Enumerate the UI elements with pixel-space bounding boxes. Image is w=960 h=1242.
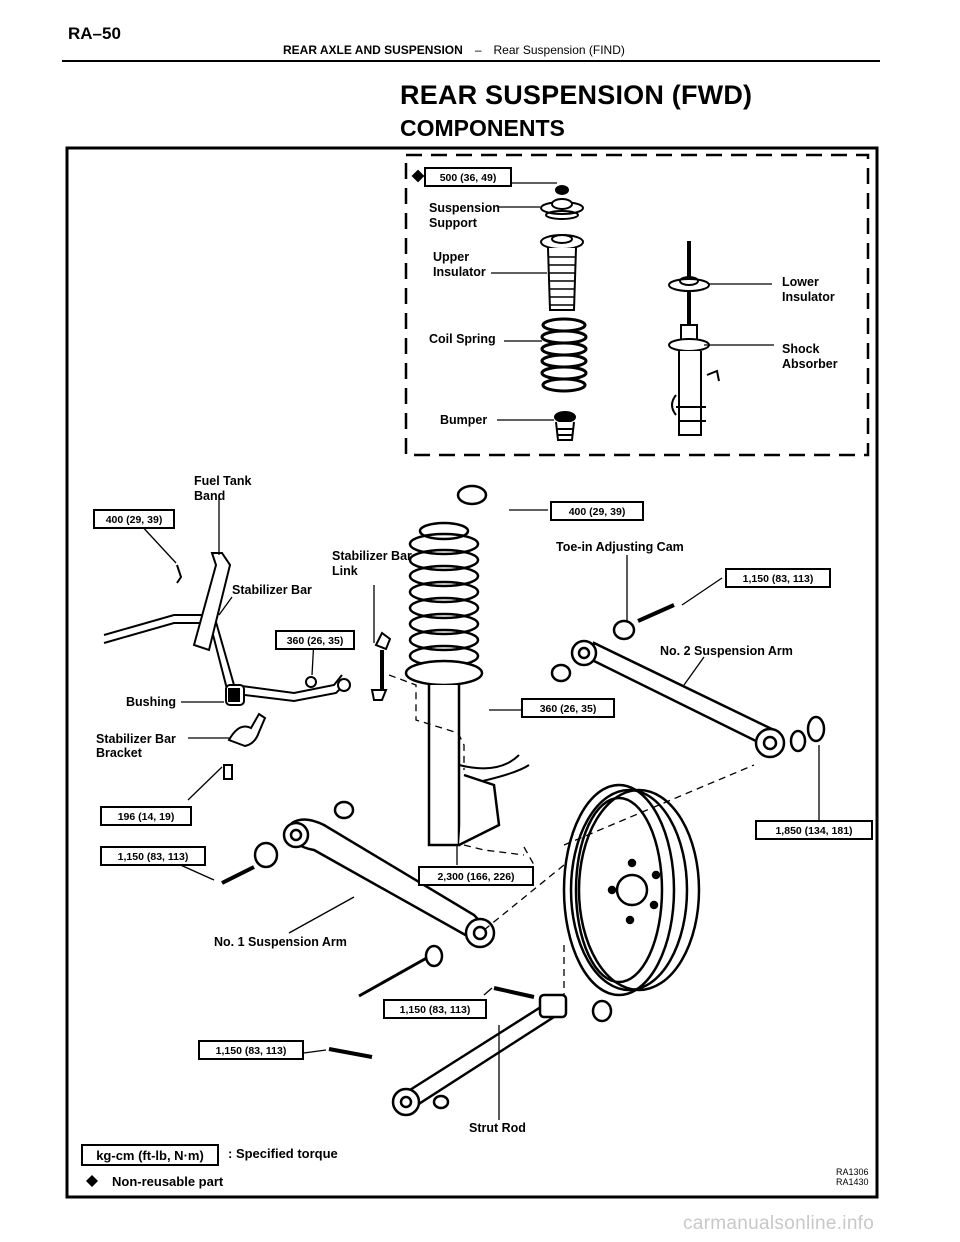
no2-arm-part (550, 603, 826, 759)
label-stabilizer-link-2: Link (332, 564, 358, 578)
torque-boxes: 500 (36, 49) 400 (29, 39) 400 (29, 39) 3… (93, 167, 873, 1060)
figure-code-1: RA1306 (836, 1167, 869, 1177)
lower-leaders (138, 498, 820, 1120)
label-bushing: Bushing (126, 695, 176, 709)
torque-box-stab-link-upper (275, 630, 355, 650)
label-toe-in-cam: Toe-in Adjusting Cam (556, 540, 684, 554)
upper-insulator-part (540, 234, 584, 311)
label-upper-insulator-1: Upper (433, 250, 469, 264)
label-fuel-tank-band-1: Fuel Tank (194, 474, 251, 488)
label-upper-insulator-2: Insulator (433, 265, 486, 279)
coil-spring-part (540, 317, 588, 393)
torque-stab-link-lower: 360 (26, 35) (540, 703, 597, 715)
torque-knuckle: 2,300 (166, 226) (437, 871, 514, 883)
torque-strut-top: 400 (29, 39) (569, 506, 626, 518)
torque-box-no2-outer (755, 820, 873, 840)
bracket-part (223, 712, 267, 780)
legend-unit-box (81, 1144, 219, 1166)
page-number: RA–50 (68, 24, 121, 43)
torque-fuel-band: 400 (29, 39) (106, 514, 163, 526)
label-suspension-support-1: Suspension (429, 201, 500, 215)
torque-box-stab-link-lower (521, 698, 615, 718)
bumper-part (554, 411, 576, 441)
strut-rod-part (328, 944, 613, 1117)
torque-strut-rod-front: 1,150 (83, 113) (216, 1045, 287, 1057)
nonreusable-diamond-icon (86, 1175, 98, 1187)
torque-box-bracket (100, 806, 192, 826)
torque-strut-rod-mid: 1,150 (83, 113) (400, 1004, 471, 1016)
shock-absorber-part (668, 241, 720, 436)
bushing-part (225, 684, 245, 706)
torque-box-strut-top (550, 501, 644, 521)
subsection-name: Rear Suspension (FIND) (493, 43, 625, 57)
components-diagram: Suspension Support Upper Insulator Coil … (64, 145, 880, 1200)
torque-bracket: 196 (14, 19) (118, 811, 175, 823)
torque-box-knuckle (418, 866, 534, 886)
label-bumper: Bumper (440, 413, 487, 427)
label-lower-insulator-1: Lower (782, 275, 819, 289)
header-separator: – (474, 43, 482, 57)
label-coil-spring: Coil Spring (429, 332, 496, 346)
label-fuel-tank-band-2: Band (194, 489, 225, 503)
torque-no1-inner: 1,150 (83, 113) (118, 851, 189, 863)
torque-stab-link-upper: 360 (26, 35) (287, 635, 344, 647)
strut-exploded-box (404, 153, 870, 457)
label-suspension-support-2: Support (429, 216, 478, 230)
label-shock-absorber-2: Absorber (782, 357, 838, 371)
stabilizer-link-part (305, 631, 392, 701)
page-subtitle: COMPONENTS (400, 115, 565, 141)
label-strut-rod: Strut Rod (469, 1121, 526, 1135)
alignment-lines (388, 674, 755, 995)
label-stabilizer-bar: Stabilizer Bar (232, 583, 312, 597)
label-no2-arm: No. 2 Suspension Arm (660, 644, 793, 658)
nonreusable-diamond-top (411, 169, 425, 183)
torque-box-support-nut (424, 167, 512, 187)
watermark: carmanualsonline.info (683, 1213, 875, 1234)
torque-box-no2-inner (725, 568, 831, 588)
page-title: REAR SUSPENSION (FWD) (400, 80, 753, 110)
legend-unit-desc: : Specified torque (228, 1146, 338, 1161)
torque-box-strut-rod-front (198, 1040, 304, 1060)
label-no1-arm: No. 1 Suspension Arm (214, 935, 347, 949)
legend-unit-text: kg-cm (ft-lb, N·m) (96, 1148, 204, 1163)
legend-nonreusable: Non-reusable part (112, 1174, 224, 1189)
header-rule (62, 60, 880, 62)
figure-frame (65, 146, 879, 1199)
label-bracket-1: Stabilizer Bar (96, 732, 176, 746)
no1-arm-part (221, 800, 496, 949)
section-name: REAR AXLE AND SUSPENSION (283, 43, 463, 57)
running-header: REAR AXLE AND SUSPENSION–Rear Suspension… (283, 43, 625, 57)
torque-no2-outer: 1,850 (134, 181) (775, 825, 852, 837)
label-bracket-2: Bracket (96, 746, 143, 760)
brake-drum-part (562, 783, 701, 997)
figure-code-2: RA1430 (836, 1177, 869, 1187)
label-lower-insulator-2: Insulator (782, 290, 835, 304)
legend: kg-cm (ft-lb, N·m) : Specified torque No… (81, 1144, 869, 1189)
torque-box-strut-rod-mid (383, 999, 487, 1019)
part-labels: Suspension Support Upper Insulator Coil … (96, 201, 838, 1135)
label-shock-absorber-1: Shock (782, 342, 820, 356)
support-nut-part (540, 185, 584, 220)
torque-box-no1-inner (100, 846, 206, 866)
torque-support-nut: 500 (36, 49) (440, 172, 497, 184)
label-stabilizer-link-1: Stabilizer Bar (332, 549, 412, 563)
torque-box-fuel-band (93, 509, 175, 529)
strut-assembly-part (404, 484, 530, 847)
upper-leaders (491, 182, 774, 421)
torque-no2-inner: 1,150 (83, 113) (743, 573, 814, 585)
